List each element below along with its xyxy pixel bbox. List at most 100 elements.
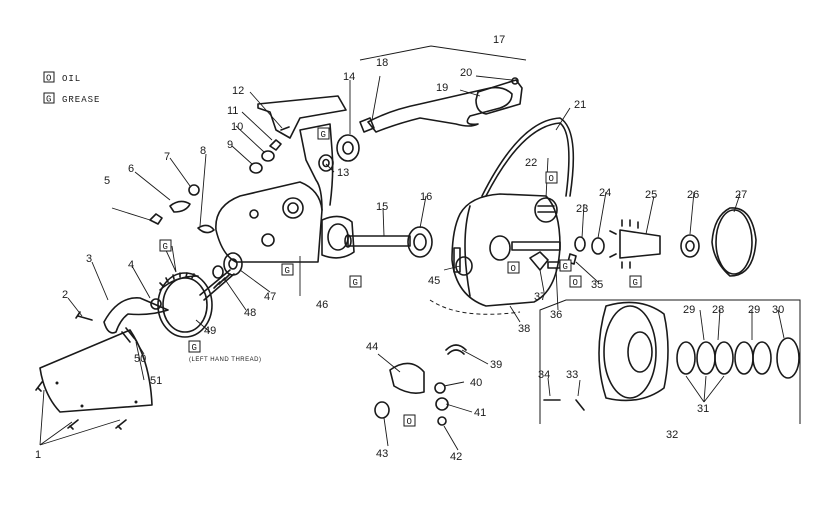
- part-number: 44: [366, 341, 378, 353]
- part-number: 9: [227, 139, 233, 151]
- part-number: 25: [645, 189, 657, 201]
- part-number: 42: [450, 451, 462, 463]
- svg-text:G: G: [563, 262, 568, 272]
- part-number: 1: [35, 449, 41, 461]
- service-tag: G: [317, 127, 330, 140]
- svg-text:O: O: [549, 174, 554, 184]
- svg-text:G: G: [192, 343, 197, 353]
- svg-text:G: G: [163, 242, 168, 252]
- svg-text:G: G: [285, 266, 290, 276]
- part-number: 15: [376, 201, 388, 213]
- part-number: 11: [227, 105, 238, 117]
- part-number: 49: [204, 325, 216, 337]
- service-tags: G G G G G G G O O O O: [159, 127, 642, 427]
- part-number: 21: [574, 99, 586, 111]
- legend-grease-symbol: G: [46, 95, 51, 105]
- service-tag: O: [569, 275, 582, 288]
- part-number: 38: [518, 323, 530, 335]
- part-number: 14: [343, 71, 355, 83]
- service-tag: O: [403, 414, 416, 427]
- reel-frame-drawing: [215, 95, 355, 263]
- part-number: 30: [772, 304, 784, 316]
- part-number-callouts: 1 2 3 4 5 6 7 8 9 10 11 12 13 14 15 16 1…: [35, 34, 784, 463]
- part-number: 6: [128, 163, 134, 175]
- part-number: 7: [164, 151, 170, 163]
- svg-text:G: G: [633, 278, 638, 288]
- part-number: 18: [376, 57, 388, 69]
- legend-grease: G GREASE: [43, 92, 100, 105]
- svg-text:G: G: [353, 278, 358, 288]
- part-number: 24: [599, 187, 611, 199]
- service-tag: G: [281, 263, 294, 276]
- part-number: 3: [86, 253, 92, 265]
- pickup-parts-drawing: [374, 344, 467, 426]
- svg-text:O: O: [511, 264, 516, 274]
- spool-assembly-drawing: [539, 299, 801, 424]
- part-number: 37: [534, 291, 546, 303]
- part-number: 40: [470, 377, 482, 389]
- leader-lines: [39, 45, 785, 451]
- svg-text:G: G: [321, 130, 326, 140]
- part-number: 22: [525, 157, 537, 169]
- part-number: 20: [460, 67, 472, 79]
- legend: O OIL G GREASE: [43, 71, 100, 105]
- svg-text:O: O: [573, 278, 578, 288]
- part-number: 31: [697, 403, 709, 415]
- svg-text:O: O: [407, 417, 412, 427]
- part-number: 23: [576, 203, 588, 215]
- part-number: 50: [134, 353, 146, 365]
- part-number: 32: [666, 429, 678, 441]
- part-number: 10: [231, 121, 243, 133]
- part-number: 2: [62, 289, 68, 301]
- part-number: 26: [687, 189, 699, 201]
- part-number: 35: [591, 279, 603, 291]
- service-tag: G: [559, 259, 572, 272]
- service-tag: G: [159, 239, 172, 252]
- part-number: 48: [244, 307, 256, 319]
- part-number: 51: [150, 375, 162, 387]
- service-tag: G: [629, 275, 642, 288]
- pinion-gear-drawing: [212, 252, 243, 279]
- service-tag: G: [188, 340, 201, 353]
- line-roller-drawing: [534, 197, 558, 223]
- part-number: 16: [420, 191, 432, 203]
- part-number: 28: [712, 304, 724, 316]
- service-tag: O: [507, 261, 520, 274]
- part-number: 29: [683, 304, 695, 316]
- part-number: 17: [493, 34, 505, 46]
- spool-shaft-parts-drawing: [511, 219, 700, 269]
- rotor-housing-drawing: [429, 193, 561, 315]
- part-number: 46: [316, 299, 328, 311]
- drive-gear-drawing: [157, 269, 235, 338]
- legend-grease-label: GREASE: [62, 95, 100, 105]
- crank-handle-drawing: [359, 77, 523, 133]
- service-tag: O: [545, 171, 558, 184]
- legend-oil-symbol: O: [46, 74, 51, 84]
- part-number: 8: [200, 145, 206, 157]
- legend-oil-label: OIL: [62, 74, 81, 84]
- part-number: 47: [264, 291, 276, 303]
- left-hand-thread-note: (LEFT HAND THREAD): [189, 357, 261, 363]
- part-number: 41: [474, 407, 486, 419]
- part-number: 34: [538, 369, 550, 381]
- bail-trip-arm-drawing: [75, 297, 169, 343]
- part-number: 5: [104, 175, 110, 187]
- part-number: 19: [436, 82, 448, 94]
- part-number: 27: [735, 189, 747, 201]
- part-number: 36: [550, 309, 562, 321]
- part-number: 12: [232, 85, 244, 97]
- part-number: 4: [128, 259, 134, 271]
- side-cover-plate-drawing: [35, 329, 153, 430]
- service-tag: G: [349, 275, 362, 288]
- spool-cap-drawing: [711, 207, 757, 277]
- part-number: 45: [428, 275, 440, 287]
- legend-oil: O OIL: [43, 71, 81, 84]
- part-number: 33: [566, 369, 578, 381]
- main-shaft-drawing: [344, 226, 433, 258]
- part-number: 13: [337, 167, 349, 179]
- small-parts-drawing: [149, 126, 290, 234]
- part-number: 43: [376, 448, 388, 460]
- part-number: 39: [490, 359, 502, 371]
- part-number: 29: [748, 304, 760, 316]
